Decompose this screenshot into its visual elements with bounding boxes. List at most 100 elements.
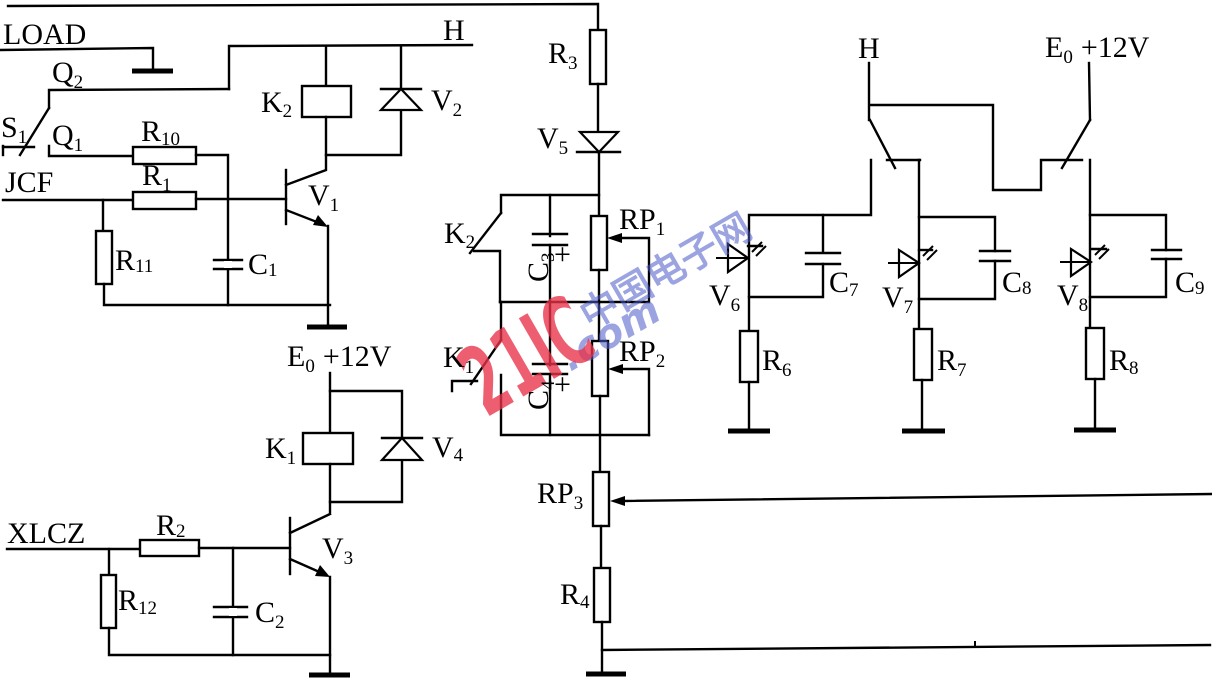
label-k2-contact: K2	[444, 217, 475, 253]
label-s1: S1	[1, 111, 27, 148]
resistor-r12	[99, 573, 118, 630]
diode-v4	[379, 436, 425, 462]
label-v7: V7	[882, 281, 913, 318]
label-r12: R12	[118, 584, 157, 619]
label-e0-mid-value: +12V	[323, 340, 392, 373]
label-c7: C7	[829, 266, 859, 301]
diode-v2	[378, 87, 424, 112]
wire-q2	[47, 87, 231, 110]
wire-h-rail	[227, 43, 474, 91]
label-r6: R6	[762, 344, 792, 381]
label-c9: C9	[1175, 266, 1205, 299]
label-k1-contact: K1	[443, 341, 474, 378]
label-e0-right: E0 +12V	[1045, 31, 1150, 68]
label-c2: C2	[255, 596, 285, 633]
label-v1: V1	[308, 179, 339, 216]
resistor-r4	[592, 566, 612, 624]
label-c8: C8	[1002, 266, 1032, 299]
k2-driver-stage	[0, 2, 600, 330]
relay-contact-k1-foot	[450, 379, 479, 393]
transistor-v3-emitter-arrow	[315, 565, 330, 577]
divider-chain	[450, 28, 1212, 677]
rp3-wiper-arrow	[610, 496, 625, 506]
label-c1: C1	[248, 248, 278, 281]
resistor-r8	[1084, 326, 1106, 381]
resistor-r2	[138, 538, 201, 558]
label-v5: V5	[537, 122, 568, 159]
wire-e0-right	[1087, 61, 1092, 122]
label-e0-mid: E0+12V	[287, 340, 392, 377]
label-r1: R1	[142, 159, 172, 196]
wire-c8	[917, 215, 997, 253]
label-c3: C3	[522, 252, 559, 282]
zener-v5	[577, 130, 621, 154]
potentiometer-rp3	[591, 470, 611, 528]
wire-v6-top	[747, 158, 873, 336]
label-e0-right-sub: 0	[1063, 47, 1073, 68]
wire-bottom-right	[600, 643, 1212, 652]
transistor-v3-collector	[288, 512, 332, 535]
label-v8: V8	[1057, 279, 1088, 316]
label-h-right: H	[858, 32, 880, 65]
label-q1: Q1	[52, 119, 83, 156]
relay-coil-k1	[301, 431, 355, 466]
label-v6: V6	[709, 279, 740, 316]
wire-k2-contact-bot	[472, 249, 502, 304]
resistor-r7	[912, 327, 934, 382]
label-k2-coil: K2	[261, 86, 292, 122]
transistor-v1-emitter-arrow	[313, 215, 328, 227]
potentiometer-rp1	[589, 214, 609, 272]
resistor-r6	[738, 329, 760, 384]
relay-contact-k1	[469, 338, 503, 386]
wire-top-bus	[6, 2, 600, 32]
wire-rp1-wiper	[498, 236, 651, 304]
wire-k2-contact-top	[499, 193, 601, 215]
led-v6-light-rays	[751, 241, 767, 257]
label-rp3: RP3	[537, 477, 583, 514]
wire-r10-out	[194, 153, 230, 307]
label-c3-polarity: +	[554, 238, 571, 271]
resistor-r1	[131, 190, 198, 211]
label-c4: C4	[522, 380, 559, 410]
label-k1-coil: K1	[265, 432, 296, 469]
labels: LOAD JCF XLCZ H H E0+12V E0+12V Q2 S1 Q1…	[1, 14, 1205, 633]
label-rp2: RP2	[619, 335, 665, 372]
label-xlcz: XLCZ	[7, 517, 85, 550]
wire-c9	[1088, 213, 1168, 252]
label-v3: V3	[322, 532, 353, 569]
led-v7-light-rays	[922, 245, 938, 261]
label-h-top: H	[443, 14, 465, 47]
rp2-wiper-arrow	[608, 364, 623, 374]
k1-driver-stage	[5, 371, 425, 678]
label-r2: R2	[156, 509, 186, 542]
relay-coil-k2	[300, 84, 353, 119]
wire-rp2-wiper	[619, 367, 651, 437]
relay-contact-k2	[468, 211, 503, 255]
wire-c9-bottom	[1088, 257, 1168, 299]
label-jcf: JCF	[5, 166, 53, 199]
label-r11: R11	[115, 244, 153, 277]
label-v4: V4	[432, 431, 464, 466]
label-e0-right-value: +12V	[1081, 31, 1150, 64]
resistor-r11	[94, 229, 114, 286]
label-rp1: RP1	[619, 203, 665, 240]
led-v8-light-rays	[1094, 244, 1110, 260]
label-e0-mid-sub: 0	[305, 356, 315, 377]
rp1-wiper-arrow	[607, 233, 622, 243]
wire-r12-bottom	[107, 626, 332, 657]
indicator-stage	[716, 61, 1183, 434]
wire-q1	[47, 144, 135, 158]
label-r10: R10	[141, 115, 180, 150]
wire-rp3-wiper	[621, 492, 1212, 503]
transistor-v1-collector	[284, 153, 328, 187]
label-load: LOAD	[3, 18, 86, 51]
wire-load	[0, 46, 155, 72]
wire-r11-bottom	[102, 282, 332, 307]
wire-c7-bottom	[747, 262, 825, 299]
label-q2: Q2	[52, 56, 83, 93]
label-r4: R4	[560, 578, 590, 613]
label-e0-right-letter: E	[1045, 31, 1063, 64]
relay-contact-e0	[1060, 118, 1092, 170]
label-c4-polarity: +	[554, 368, 571, 401]
